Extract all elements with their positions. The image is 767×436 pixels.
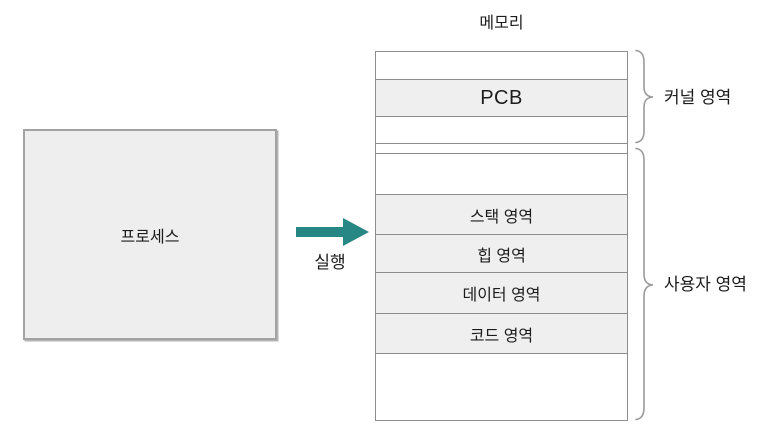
memory-row-empty-user-top: [376, 154, 627, 195]
user-region-label: 사용자 영역: [664, 275, 747, 294]
memory-row-pcb: PCB: [376, 80, 627, 117]
memory-table: PCB 스택 영역 힙 영역 데이터 영역 코드 영역: [375, 51, 628, 421]
memory-row-heap: 힙 영역: [376, 235, 627, 273]
user-region-brace-icon: [635, 147, 654, 421]
kernel-region-brace-icon: [635, 49, 654, 144]
memory-row-code: 코드 영역: [376, 314, 627, 354]
memory-row-stack: 스택 영역: [376, 195, 627, 235]
memory-row-gap: [376, 144, 627, 154]
memory-title: 메모리: [479, 15, 524, 32]
process-box: 프로세스: [23, 129, 277, 340]
execute-label: 실행: [314, 253, 346, 272]
kernel-region-label: 커널 영역: [664, 88, 732, 107]
process-label: 프로세스: [120, 228, 180, 246]
execute-arrow-icon: [296, 218, 369, 246]
memory-row-empty-kernel: [376, 117, 627, 144]
memory-row-empty-top: [376, 52, 627, 80]
memory-row-empty-bottom: [376, 354, 627, 420]
memory-row-data: 데이터 영역: [376, 273, 627, 314]
